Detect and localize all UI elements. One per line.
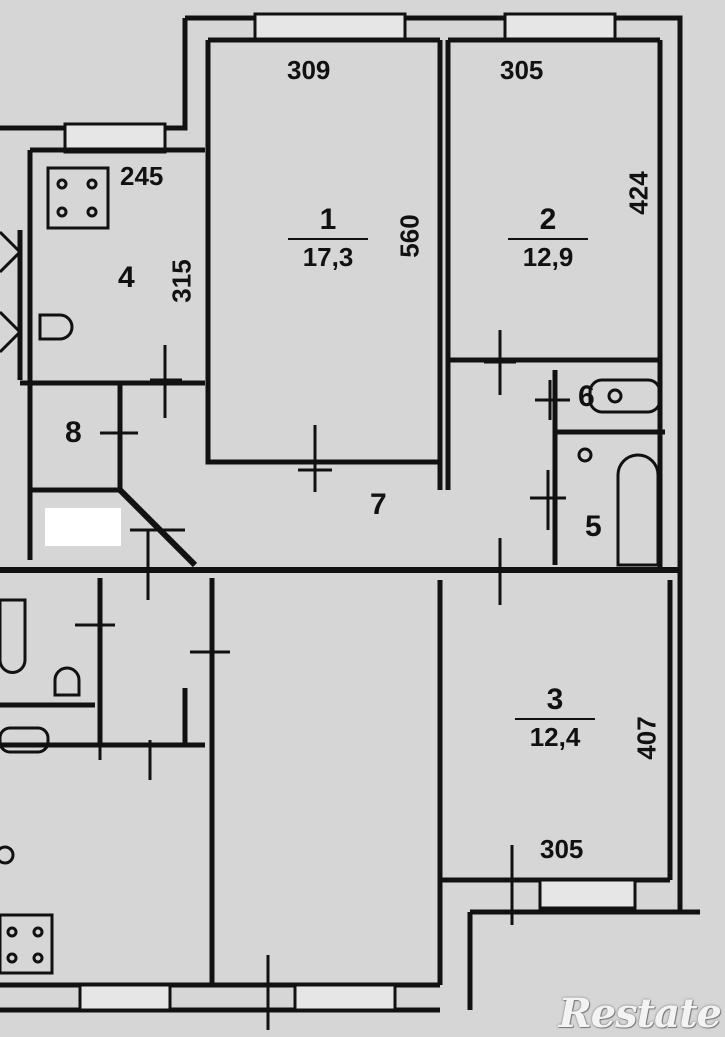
bathtub-icon — [0, 598, 27, 674]
room1-length-dimension: 560 — [394, 214, 425, 258]
room-7-label: 7 — [370, 488, 387, 521]
room2-width-dimension: 305 — [500, 55, 544, 85]
bathtub-icon — [616, 453, 660, 567]
room-area: 12,4 — [529, 722, 581, 752]
sink-icon — [0, 726, 50, 754]
door-marks — [75, 330, 570, 1030]
kitchen-length-dimension: 315 — [166, 259, 197, 303]
room-5-label: 5 — [585, 510, 602, 543]
room-area: 12,9 — [522, 242, 574, 272]
toilet-icon — [38, 313, 74, 341]
stove-icon — [46, 166, 110, 230]
room-8-label: 8 — [65, 416, 82, 449]
fixtures — [0, 166, 662, 975]
room-2-label: 2 12,9 — [508, 205, 588, 270]
room1-width-dimension: 309 — [287, 55, 331, 85]
room-3-label: 3 12,4 — [515, 685, 595, 750]
room-number: 2 — [539, 203, 557, 236]
room2-length-dimension: 424 — [623, 171, 654, 215]
room-number: 1 — [319, 203, 337, 236]
room3-length-dimension: 407 — [631, 716, 662, 760]
room3-width-dimension: 305 — [540, 834, 584, 864]
room-1-label: 1 17,3 — [288, 205, 368, 270]
room-6-label: 6 — [578, 380, 595, 413]
kitchen-width-dimension: 245 — [120, 161, 164, 191]
restate-watermark: Restate — [558, 990, 722, 1037]
room-number: 3 — [546, 683, 564, 716]
redaction-patch — [45, 508, 121, 546]
toilet-icon — [53, 666, 81, 697]
room-4-label: 4 — [118, 261, 135, 294]
room-area: 17,3 — [302, 242, 354, 272]
stove-icon — [0, 913, 54, 975]
toilet-icon — [588, 378, 662, 414]
